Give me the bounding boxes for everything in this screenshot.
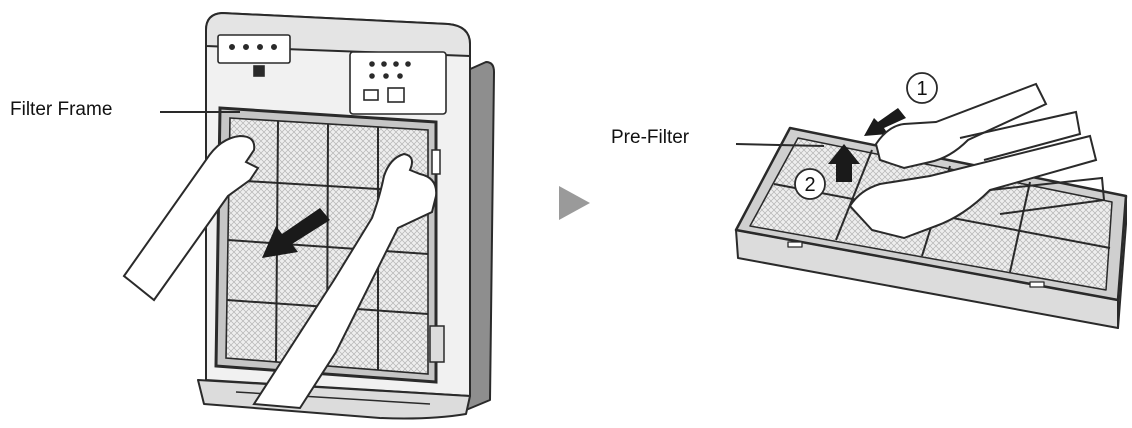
control-panel-left xyxy=(217,34,291,77)
pre-filter-label: Pre-Filter xyxy=(611,127,690,148)
step-1-number: 1 xyxy=(916,78,927,100)
step-1-circle: 1 xyxy=(906,72,938,104)
play-triangle-icon xyxy=(559,186,590,220)
arrow-down-icon xyxy=(864,108,906,136)
lower-hand-illustration xyxy=(848,134,1106,240)
arrow-down-left-icon xyxy=(262,208,330,258)
left-hand-illustration xyxy=(122,134,260,302)
control-panel-right xyxy=(349,51,447,115)
filter-frame-label: Filter Frame xyxy=(10,99,113,120)
leader-lines xyxy=(160,111,825,147)
pre-filter-leader-line xyxy=(735,143,825,147)
upper-hand-illustration xyxy=(874,82,1082,170)
right-hand-illustration xyxy=(252,152,438,410)
step-2-circle: 2 xyxy=(794,168,826,200)
arrow-up-icon xyxy=(828,144,860,182)
step-2-number: 2 xyxy=(804,174,815,196)
